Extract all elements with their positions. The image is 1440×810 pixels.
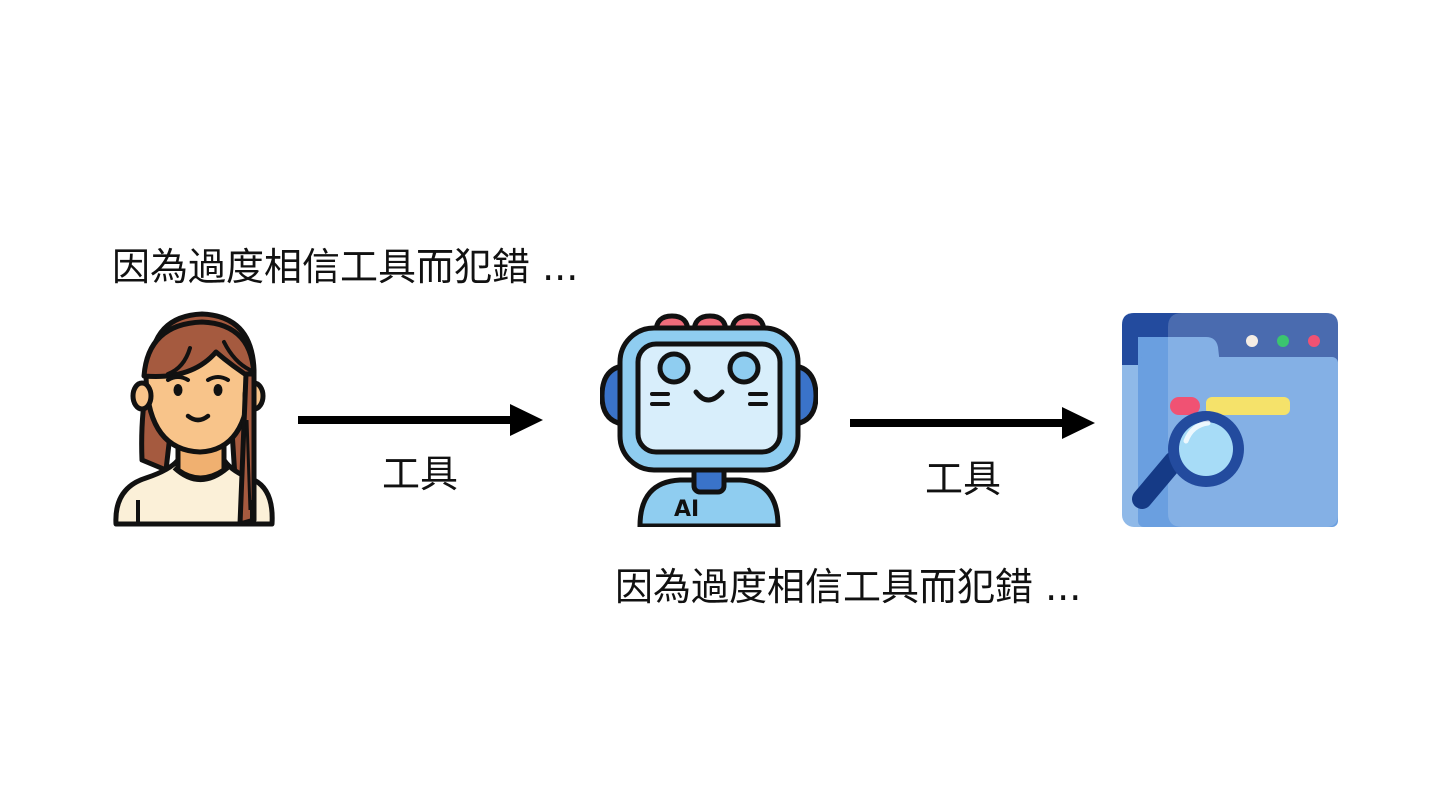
arrow-person-to-robot: [298, 404, 543, 436]
arrow-robot-to-browser: [850, 407, 1095, 439]
tool-label-first: 工具: [382, 452, 459, 496]
ai-robot-icon: AI: [600, 313, 818, 527]
woman-avatar-icon: [113, 311, 275, 527]
robot-badge-text: AI: [674, 497, 699, 522]
caption-top: 因為過度相信工具而犯錯 ...: [112, 245, 579, 289]
caption-bottom: 因為過度相信工具而犯錯 ...: [615, 565, 1082, 609]
tool-label-second: 工具: [925, 457, 1002, 501]
browser-search-icon: [1122, 313, 1338, 527]
